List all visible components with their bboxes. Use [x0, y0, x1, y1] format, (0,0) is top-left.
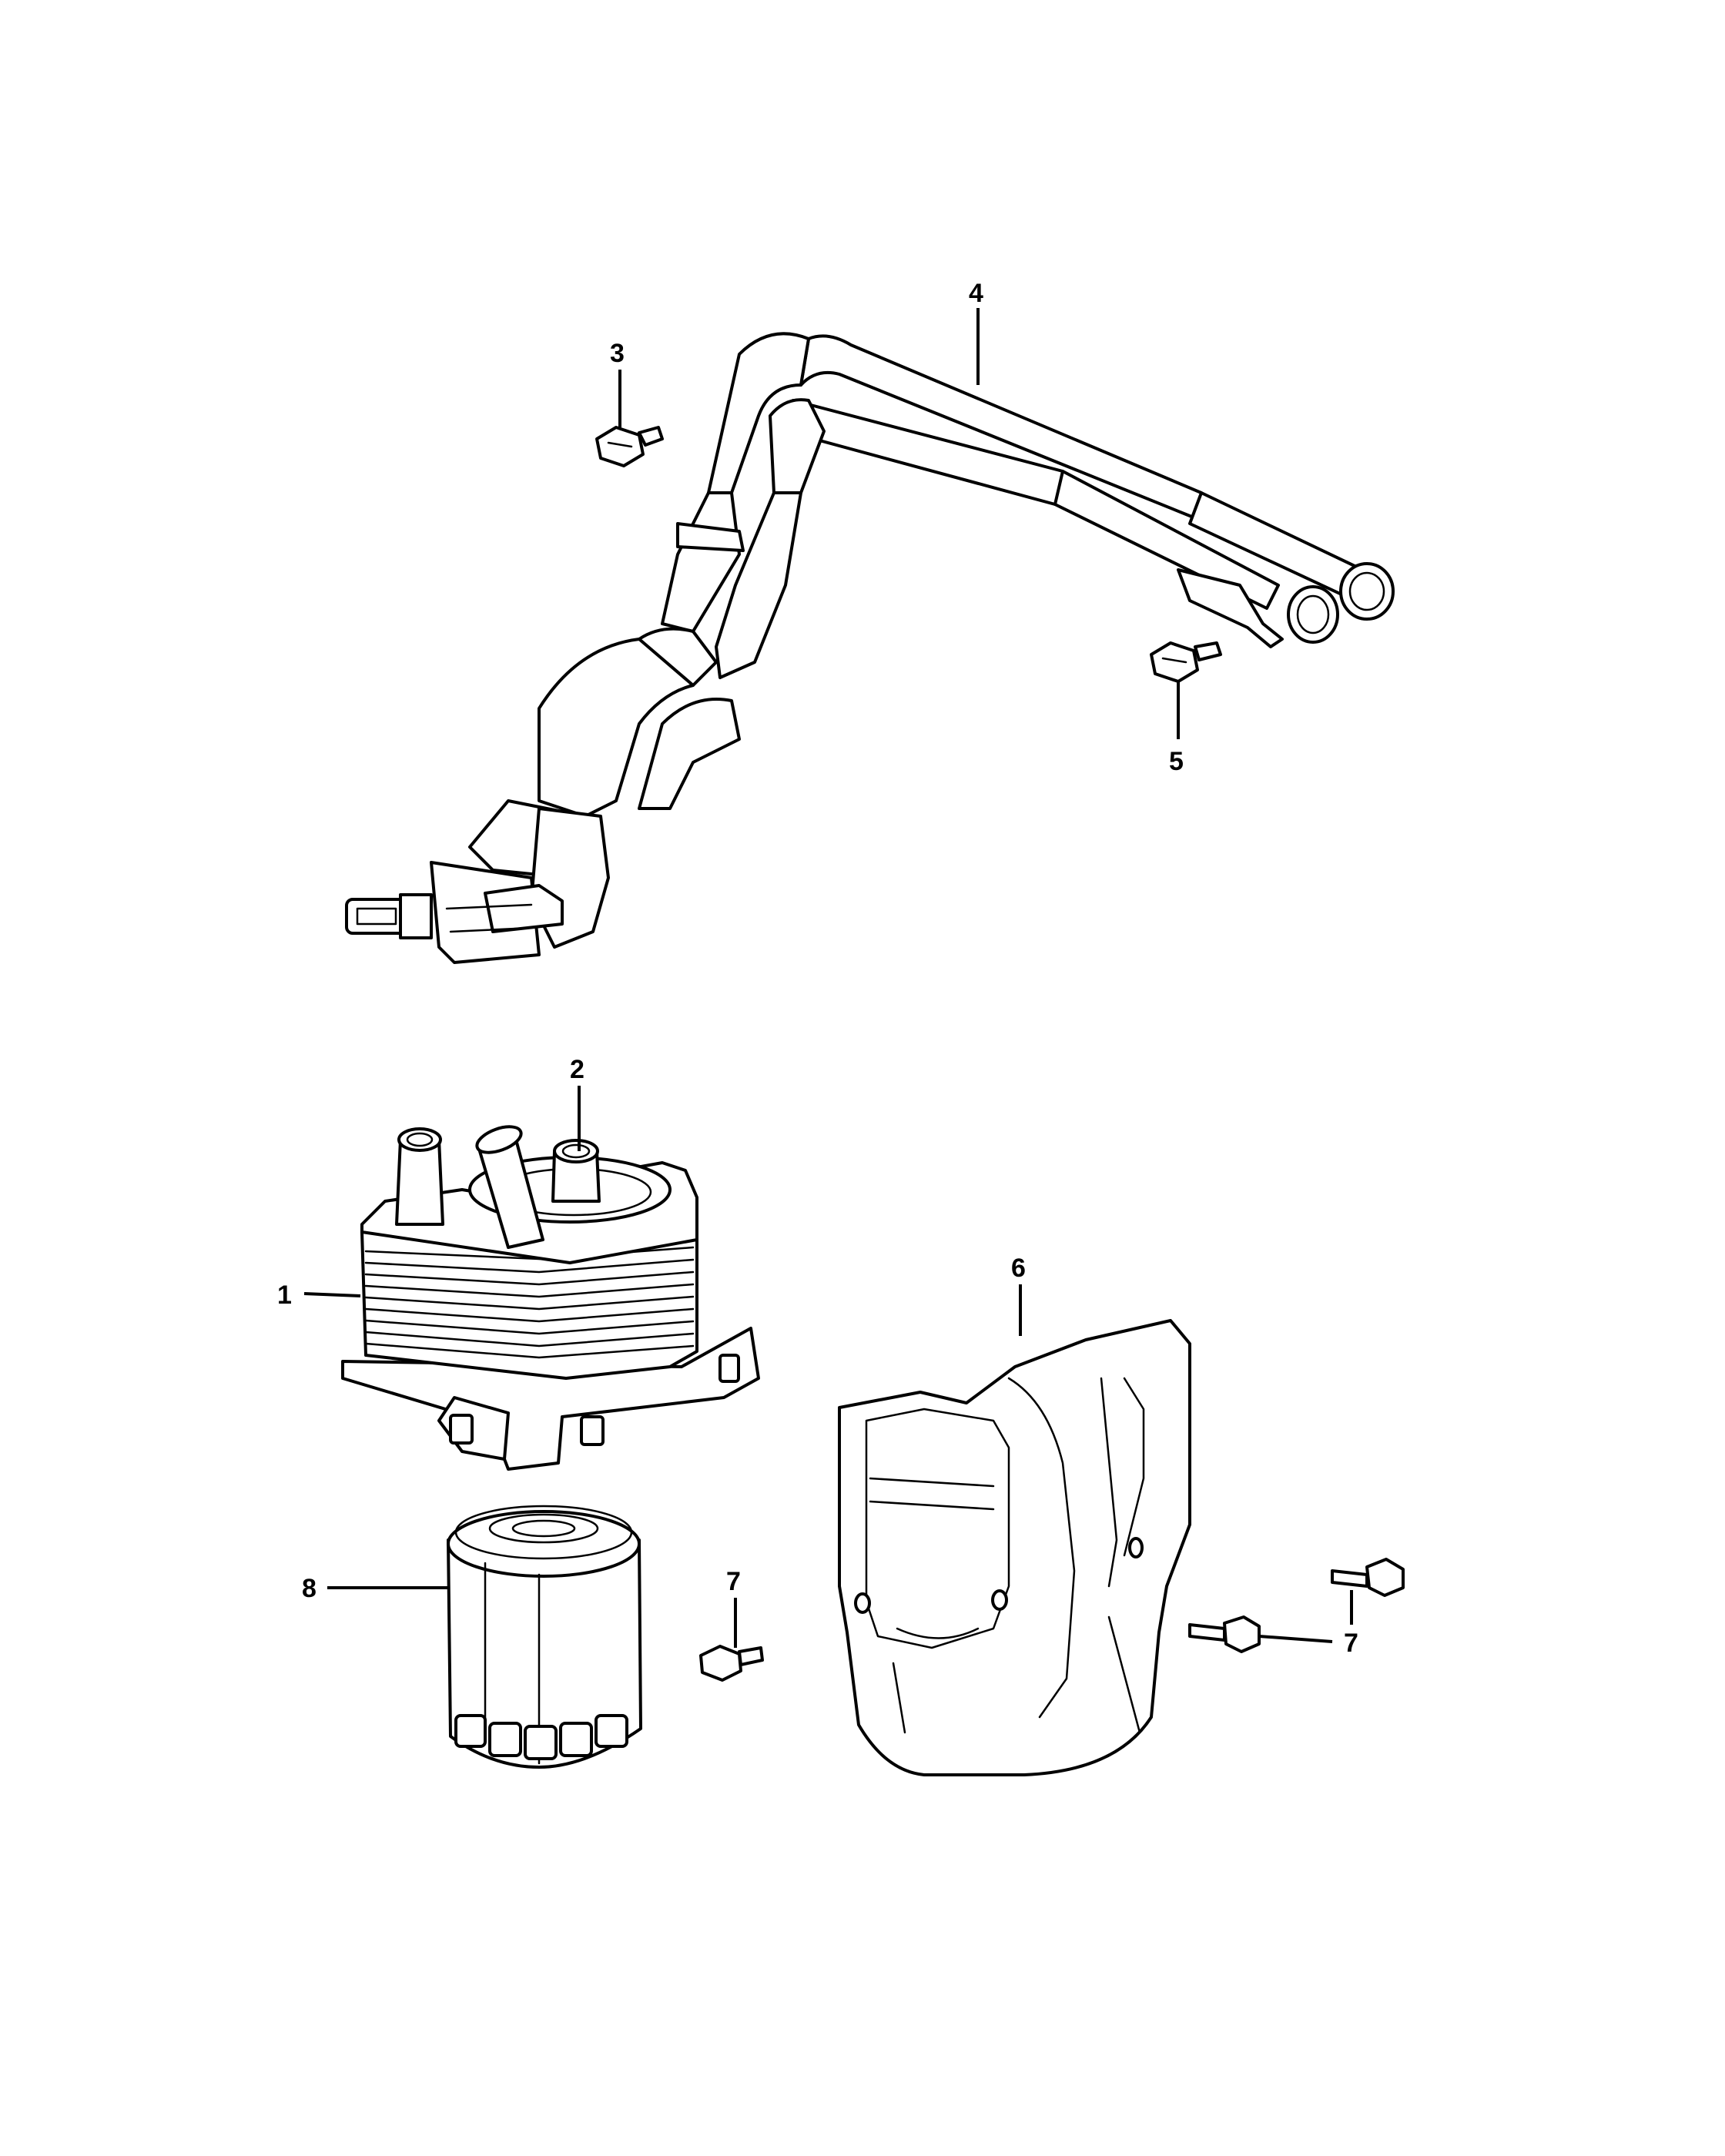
bolt-7-right-upper: [1331, 1558, 1405, 1597]
bolt-5: [1150, 641, 1222, 683]
callout-1: 1: [277, 1281, 292, 1310]
bolt-7-right-lower: [1188, 1615, 1261, 1653]
callout-7-right: 7: [1344, 1629, 1358, 1658]
oil-filter: [447, 1505, 642, 1769]
callout-3: 3: [610, 339, 625, 368]
filter-grip-ribs: [454, 1714, 628, 1760]
callout-6: 6: [1011, 1254, 1026, 1283]
callout-8: 8: [302, 1574, 317, 1603]
bolt-3: [595, 426, 664, 467]
callout-7-center: 7: [726, 1567, 741, 1596]
callout-4: 4: [969, 279, 983, 308]
callout-5: 5: [1169, 747, 1184, 776]
callout-labels: 3 4 5 2 1 8 6 7 7: [277, 279, 1358, 1658]
hose-assembly: [345, 332, 1395, 964]
heat-shield: [838, 1319, 1191, 1776]
oil-cooler: [341, 1125, 760, 1471]
bolt-7-center: [699, 1645, 764, 1682]
leader-lines: [303, 308, 1353, 1648]
callout-2: 2: [570, 1055, 584, 1084]
